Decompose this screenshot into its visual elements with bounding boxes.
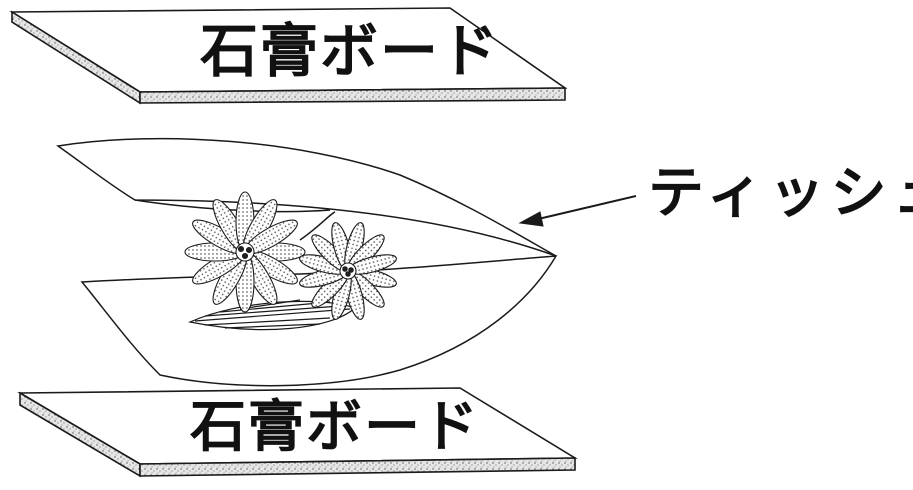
pressed-flower-left <box>184 191 306 313</box>
top-board-front-edge <box>139 87 566 104</box>
bottom-gypsum-board <box>17 387 578 478</box>
top-board-label: 石膏ボード <box>200 17 501 85</box>
top-gypsum-board <box>9 7 568 105</box>
tissue-crease <box>299 211 336 241</box>
bottom-board-label: 石膏ボード <box>190 395 480 460</box>
bottom-board-front-edge <box>139 457 576 477</box>
tissue-pointer-arrow <box>518 195 637 227</box>
pressed-flower-right <box>299 222 397 320</box>
tissue-upper-fold <box>56 137 557 257</box>
tissue-label: ティッシュ <box>648 161 913 226</box>
